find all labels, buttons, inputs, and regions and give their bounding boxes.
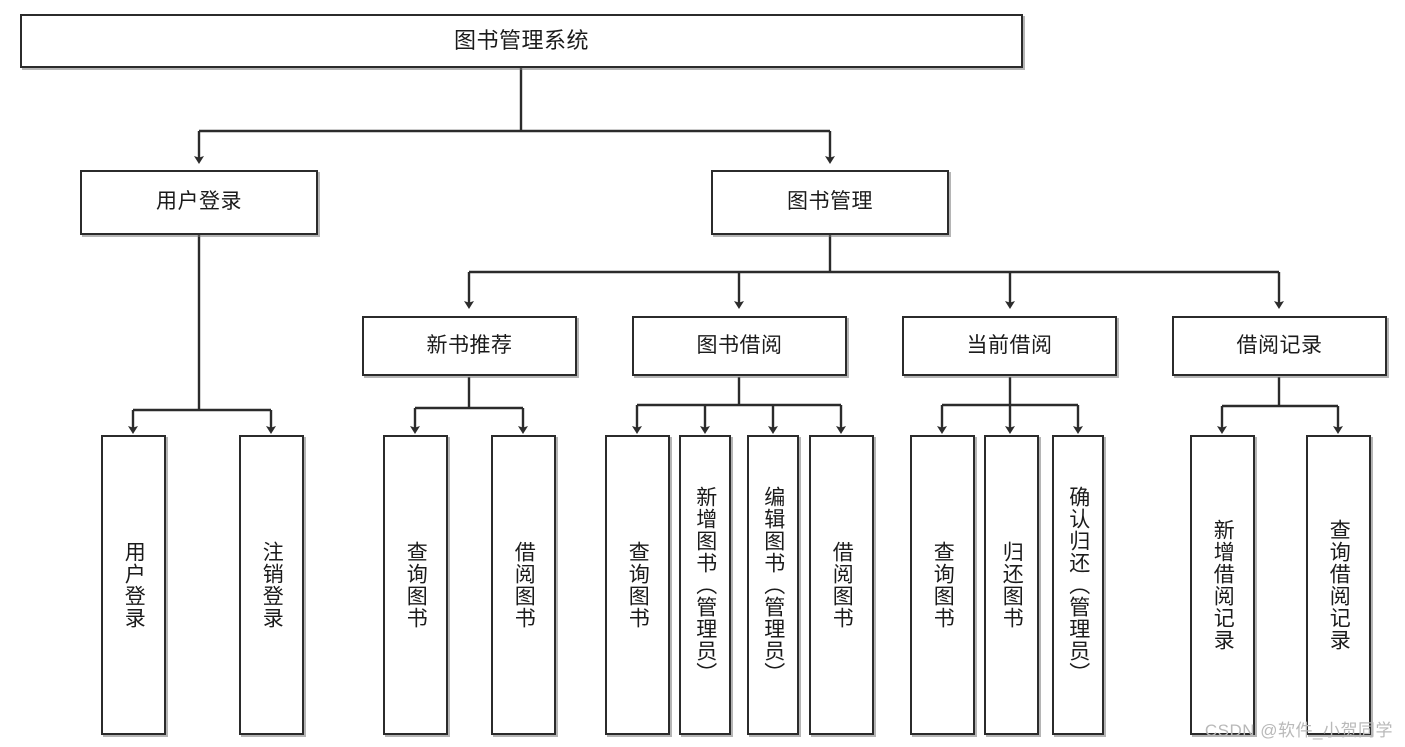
leaf-text-wrap: 新增图书（管理员） <box>681 437 729 733</box>
leaf-query-book-current[interactable]: 查询图书 <box>910 435 975 735</box>
node-label: 确认归还（管理员） <box>1066 486 1090 684</box>
node-label: 新增借阅记录 <box>1211 519 1235 651</box>
leaf-text-wrap: 查询图书 <box>607 437 668 733</box>
node-label: 用户登录 <box>122 541 146 629</box>
node-label: 图书借阅 <box>696 333 783 357</box>
leaf-text-wrap: 用户登录 <box>103 437 164 733</box>
node-label: 注销登录 <box>260 541 284 629</box>
leaf-return-book[interactable]: 归还图书 <box>984 435 1039 735</box>
leaf-query-book-recommend[interactable]: 查询图书 <box>383 435 448 735</box>
leaf-edit-book-admin[interactable]: 编辑图书（管理员） <box>747 435 799 735</box>
leaf-confirm-return-admin[interactable]: 确认归还（管理员） <box>1052 435 1104 735</box>
node-current-borrow[interactable]: 当前借阅 <box>902 316 1117 376</box>
node-label: 编辑图书（管理员） <box>761 486 785 684</box>
leaf-logout-login[interactable]: 注销登录 <box>239 435 304 735</box>
node-book-borrow[interactable]: 图书借阅 <box>632 316 847 376</box>
node-user-login[interactable]: 用户登录 <box>80 170 318 235</box>
leaf-text-wrap: 借阅图书 <box>493 437 554 733</box>
node-label: 查询借阅记录 <box>1327 519 1351 651</box>
node-new-book-recommend[interactable]: 新书推荐 <box>362 316 577 376</box>
leaf-add-borrow-record[interactable]: 新增借阅记录 <box>1190 435 1255 735</box>
node-book-management[interactable]: 图书管理 <box>711 170 949 235</box>
leaf-text-wrap: 确认归还（管理员） <box>1054 437 1102 733</box>
leaf-text-wrap: 借阅图书 <box>811 437 872 733</box>
node-label: 新增图书（管理员） <box>693 486 717 684</box>
leaf-text-wrap: 归还图书 <box>986 437 1037 733</box>
node-root-system[interactable]: 图书管理系统 <box>20 14 1023 68</box>
leaf-borrow-book[interactable]: 借阅图书 <box>809 435 874 735</box>
node-label: 借阅图书 <box>830 541 854 629</box>
node-label: 借阅图书 <box>512 541 536 629</box>
node-label: 当前借阅 <box>966 333 1053 357</box>
leaf-text-wrap: 查询借阅记录 <box>1308 437 1369 733</box>
leaf-text-wrap: 查询图书 <box>385 437 446 733</box>
leaf-text-wrap: 注销登录 <box>241 437 302 733</box>
leaf-query-borrow-record[interactable]: 查询借阅记录 <box>1306 435 1371 735</box>
node-label: 新书推荐 <box>426 333 513 357</box>
node-label: 图书管理 <box>787 190 873 214</box>
leaf-add-book-admin[interactable]: 新增图书（管理员） <box>679 435 731 735</box>
leaf-borrow-book-recommend[interactable]: 借阅图书 <box>491 435 556 735</box>
leaf-text-wrap: 查询图书 <box>912 437 973 733</box>
node-label: 借阅记录 <box>1236 333 1323 357</box>
leaf-query-book-borrow[interactable]: 查询图书 <box>605 435 670 735</box>
node-label: 用户登录 <box>156 190 242 214</box>
node-borrow-record[interactable]: 借阅记录 <box>1172 316 1387 376</box>
leaf-text-wrap: 编辑图书（管理员） <box>749 437 797 733</box>
leaf-text-wrap: 新增借阅记录 <box>1192 437 1253 733</box>
node-label: 图书管理系统 <box>453 28 589 54</box>
node-label: 查询图书 <box>931 541 955 629</box>
node-label: 归还图书 <box>1000 541 1024 629</box>
leaf-user-login[interactable]: 用户登录 <box>101 435 166 735</box>
node-label: 查询图书 <box>626 541 650 629</box>
node-label: 查询图书 <box>404 541 428 629</box>
watermark-text: CSDN @软件_小贺同学 <box>1204 721 1393 740</box>
